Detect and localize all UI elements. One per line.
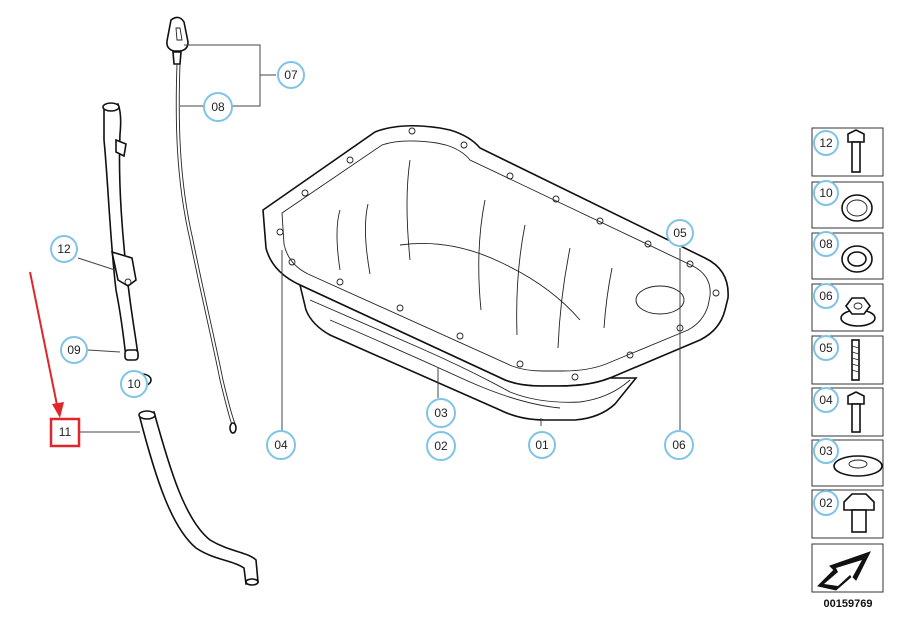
callout-08[interactable]: 08 xyxy=(203,92,233,122)
callout-09[interactable]: 09 xyxy=(60,336,88,364)
legend-row-12[interactable]: 12 xyxy=(811,127,884,177)
drain-bolt-icon xyxy=(843,493,875,533)
bolt-medium-icon xyxy=(847,391,865,433)
guide-tube-upper xyxy=(102,102,139,361)
svg-text:06: 06 xyxy=(819,289,833,303)
svg-text:10: 10 xyxy=(819,186,833,200)
svg-text:06: 06 xyxy=(672,438,686,452)
o-ring-icon xyxy=(841,194,873,222)
callout-12[interactable]: 12 xyxy=(50,235,78,263)
callout-10[interactable]: 10 xyxy=(120,370,148,398)
guide-tube-lower xyxy=(138,410,259,586)
legend-row-03[interactable]: 03 xyxy=(811,438,884,487)
legend-row-08[interactable]: 08 xyxy=(811,231,884,280)
callout-11[interactable]: 11 xyxy=(59,425,72,439)
svg-text:05: 05 xyxy=(819,341,833,355)
o-ring-thick-icon xyxy=(841,245,873,273)
flange-holes xyxy=(276,127,720,381)
svg-text:08: 08 xyxy=(211,100,225,114)
svg-text:08: 08 xyxy=(819,237,833,251)
svg-text:09: 09 xyxy=(67,343,81,357)
bolt-long-icon xyxy=(847,129,865,173)
highlight-arrow xyxy=(29,271,81,448)
svg-text:05: 05 xyxy=(673,226,687,240)
callout-04[interactable]: 04 xyxy=(266,430,296,460)
callout-07[interactable]: 07 xyxy=(277,61,305,89)
oil-pan xyxy=(262,124,729,421)
legend-row-arrow xyxy=(811,543,884,593)
svg-text:12: 12 xyxy=(819,136,833,150)
legend-row-02[interactable]: 02 xyxy=(811,489,884,539)
callout-03[interactable]: 03 xyxy=(426,398,456,428)
legend-row-04[interactable]: 04 xyxy=(811,387,884,437)
parts-legend: 12 10 08 xyxy=(811,127,884,610)
catalog-number: 00159769 xyxy=(824,598,873,610)
svg-text:11: 11 xyxy=(59,425,72,439)
flange-nut-icon xyxy=(840,297,876,327)
svg-text:03: 03 xyxy=(819,444,833,458)
dipstick xyxy=(166,16,237,434)
legend-row-05[interactable]: 05 xyxy=(811,335,884,385)
callout-05[interactable]: 05 xyxy=(666,219,694,247)
svg-text:12: 12 xyxy=(57,242,71,256)
svg-text:01: 01 xyxy=(535,438,549,452)
svg-text:02: 02 xyxy=(819,496,833,510)
svg-text:04: 04 xyxy=(819,393,833,407)
legend-row-06[interactable]: 06 xyxy=(811,283,884,332)
stud-icon xyxy=(851,339,860,381)
callout-06[interactable]: 06 xyxy=(664,430,694,460)
direction-arrow-icon xyxy=(817,551,871,591)
callout-01[interactable]: 01 xyxy=(528,431,556,459)
callout-02[interactable]: 02 xyxy=(426,431,456,461)
leader-lines xyxy=(77,44,681,433)
svg-text:04: 04 xyxy=(274,438,288,452)
legend-row-10[interactable]: 10 xyxy=(811,180,884,229)
svg-text:02: 02 xyxy=(434,439,448,453)
washer-icon xyxy=(833,455,883,477)
svg-text:03: 03 xyxy=(434,406,448,420)
svg-text:07: 07 xyxy=(284,68,298,82)
svg-text:10: 10 xyxy=(127,377,141,391)
